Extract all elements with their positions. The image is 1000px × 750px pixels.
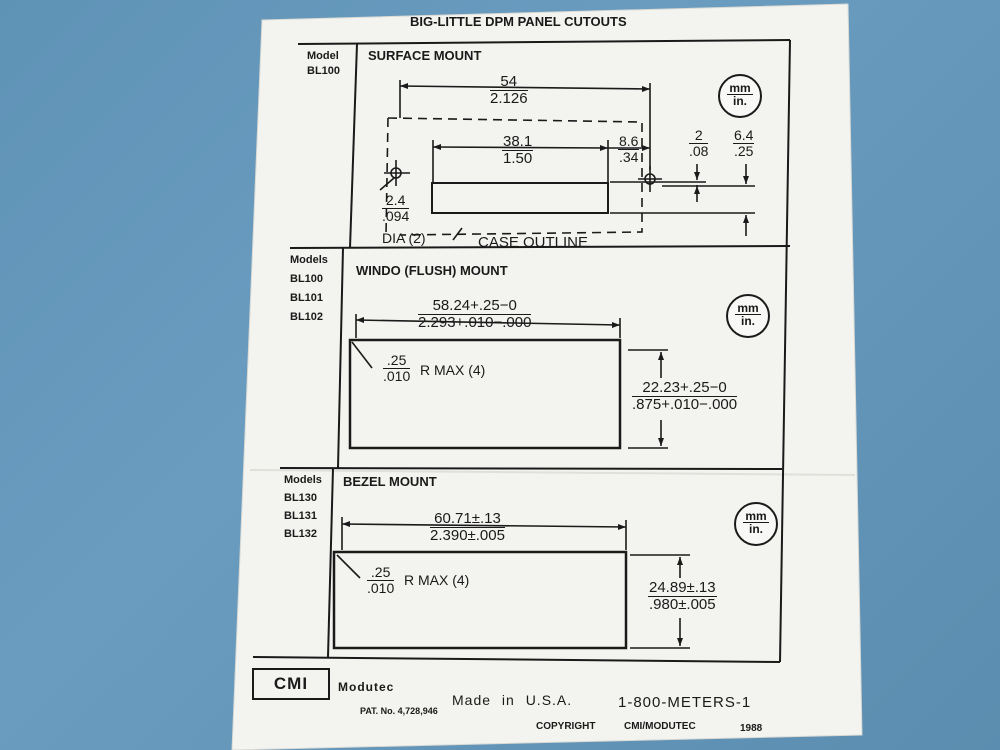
- surface-drawing: [379, 80, 755, 241]
- paper-crease: [249, 469, 856, 476]
- surface-width-in: 2.126: [490, 89, 528, 107]
- surface-model-bl100: BL100: [307, 65, 341, 77]
- windo-width-dim: 58.24+.25−0 2.293+.010−.000: [418, 298, 532, 331]
- case-outline-label: CASE OUTLINE: [478, 234, 589, 251]
- windo-height-mm: 22.23+.25−0: [632, 380, 738, 397]
- bezel-model-label: Models: [284, 474, 322, 486]
- surface-arrows: [400, 83, 749, 223]
- surface-height-mm: 6.4: [733, 127, 755, 144]
- surface-model-label: Model: [307, 50, 339, 62]
- bezel-height-in: .980±.005: [649, 595, 716, 613]
- bezel-arrows: [342, 521, 683, 646]
- bezel-model-bl130: BL130: [284, 492, 318, 504]
- bezel-model-bl132: BL132: [284, 528, 318, 540]
- surface-dia-label: DIA (2): [382, 230, 426, 246]
- surface-height-in: .25: [734, 142, 754, 159]
- sheet-title: BIG-LITTLE DPM PANEL CUTOUTS: [410, 14, 627, 29]
- windo-radius-in: .010: [383, 367, 411, 384]
- windo-radius-label: R MAX (4): [420, 362, 486, 378]
- surface-offset-mm: 8.6: [618, 133, 640, 150]
- bezel-height-dim: 24.89±.13 .980±.005: [648, 580, 717, 613]
- surface-height-dim: 6.4 .25: [733, 127, 755, 159]
- units-badge-surface: mm in.: [718, 74, 762, 118]
- copyright-label: COPYRIGHT: [536, 721, 596, 732]
- table-frame: [252, 39, 791, 663]
- bezel-cutout: [332, 550, 628, 650]
- units-badge-bezel: mm in.: [734, 502, 778, 546]
- windo-model-label: Models: [290, 254, 328, 266]
- surface-hole-in: .094: [382, 207, 410, 224]
- bezel-radius-label: R MAX (4): [404, 572, 470, 588]
- bezel-heading: BEZEL MOUNT: [343, 474, 437, 489]
- surface-width-dim: 54 2.126: [490, 74, 528, 107]
- case-outline: [387, 117, 643, 236]
- surface-heading: SURFACE MOUNT: [368, 48, 482, 63]
- bezel-drawing: [332, 517, 690, 650]
- windo-radius-mm: .25: [383, 353, 411, 369]
- patent-number: PAT. No. 4,728,946: [360, 706, 438, 716]
- phone-number: 1-800-METERS-1: [618, 694, 752, 711]
- bezel-width-mm: 60.71±.13: [430, 511, 505, 528]
- surface-offset-in: .34: [619, 148, 639, 165]
- units-badge-windo: mm in.: [726, 294, 770, 338]
- surface-small-in: .08: [689, 142, 709, 159]
- windo-model-bl101: BL101: [290, 292, 324, 304]
- bezel-radius-in: .010: [367, 579, 395, 596]
- surface-hole-mm: 2.4: [382, 193, 410, 209]
- brand-name: Modutec: [338, 680, 395, 694]
- cmi-logo: CMI: [252, 668, 330, 700]
- bezel-width-dim: 60.71±.13 2.390±.005: [430, 511, 505, 544]
- windo-width-mm: 58.24+.25−0: [418, 298, 532, 315]
- surface-small-mm: 2: [689, 128, 709, 144]
- copyright-year: 1988: [740, 723, 763, 734]
- made-in-label: Made in U.S.A.: [452, 692, 573, 708]
- bezel-height-mm: 24.89±.13: [648, 579, 717, 597]
- surface-cutout-in: 1.50: [503, 149, 533, 167]
- company-name: CMI/MODUTEC: [624, 721, 696, 732]
- windo-radius-dim: .25 .010: [383, 353, 411, 384]
- windo-arrows: [356, 317, 664, 446]
- windo-heading: WINDO (FLUSH) MOUNT: [356, 263, 508, 278]
- windo-cutout: [348, 338, 622, 450]
- windo-model-bl100: BL100: [290, 273, 324, 285]
- windo-height-in: .875+.010−.000: [632, 395, 738, 413]
- surface-small-dim: 2 .08: [689, 128, 709, 159]
- bezel-radius-mm: .25: [367, 565, 395, 581]
- surface-cutout: [431, 182, 609, 214]
- surface-offset-dim: 8.6 .34: [618, 133, 640, 165]
- bezel-width-in: 2.390±.005: [430, 526, 505, 544]
- surface-cutout-dim: 38.1 1.50: [502, 133, 534, 167]
- bezel-model-bl131: BL131: [284, 510, 318, 522]
- surface-hole-dim: 2.4 .094: [382, 193, 410, 224]
- windo-drawing: [348, 314, 668, 450]
- bezel-radius-dim: .25 .010: [367, 565, 395, 596]
- surface-width-mm: 54: [490, 74, 528, 91]
- windo-height-dim: 22.23+.25−0 .875+.010−.000: [632, 380, 738, 413]
- paper-sheet: [231, 3, 863, 750]
- windo-model-bl102: BL102: [290, 311, 324, 323]
- surface-cutout-mm: 38.1: [502, 133, 534, 151]
- windo-width-in: 2.293+.010−.000: [418, 313, 532, 331]
